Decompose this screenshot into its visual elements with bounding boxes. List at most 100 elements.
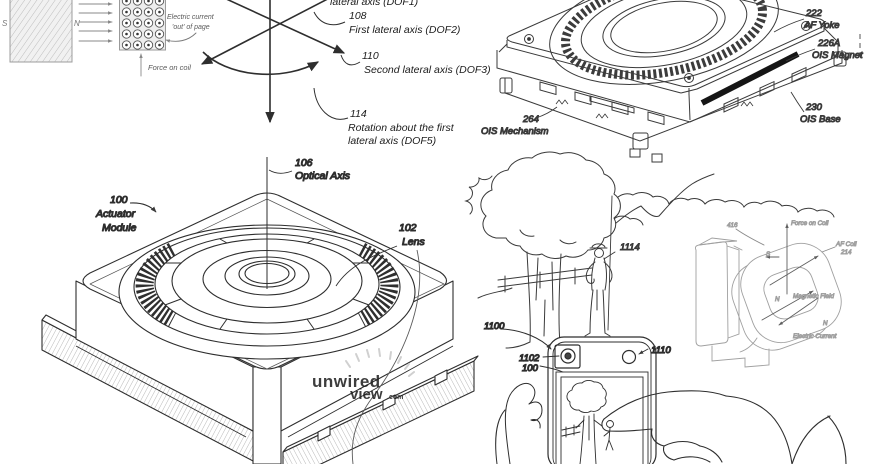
magnetic-field-label: Magnetic Field — [793, 293, 834, 300]
tree-trunk — [526, 251, 562, 345]
field-arrows — [78, 2, 113, 43]
ref-100-phone: 100 — [522, 363, 539, 374]
lens-label: Lens — [402, 236, 426, 248]
mountains — [595, 173, 715, 243]
ois-mid-slab — [496, 38, 839, 123]
force-diagram: S N Electric current 'out' of page Force… — [2, 0, 215, 77]
current-leader-arrow — [165, 32, 197, 43]
screen-frame — [555, 371, 649, 464]
ref-1114: 1114 — [620, 242, 640, 253]
first-lateral-axis-label: First lateral axis (DOF2) — [349, 24, 460, 36]
ref-114: 114 — [350, 108, 367, 120]
actuator-module-drawing: 106 Optical Axis 100 Actuator Module 102… — [41, 156, 479, 464]
coil-band-right — [356, 243, 399, 327]
top-axis-partial-label: lateral axis (DOF1) — [330, 0, 418, 8]
af-coil-ring — [549, 0, 779, 85]
ref-264: 264 — [522, 114, 539, 125]
em-force-label: Force on Coil — [791, 220, 829, 227]
ois-magnet-label: OIS Magnet — [812, 50, 863, 61]
pointing-hand — [601, 390, 847, 464]
ref-110: 110 — [362, 50, 379, 62]
lens-assembly — [118, 224, 416, 360]
person-leader — [603, 251, 616, 260]
person — [584, 243, 613, 337]
rotation-arc-arrow — [202, 51, 320, 76]
ois-slot — [589, 95, 635, 114]
magnet-block — [9, 0, 73, 63]
holding-hand — [495, 382, 543, 464]
magnet-south-label: S — [2, 19, 8, 28]
phone-leader-arrow — [501, 328, 552, 350]
em-south-label: S — [766, 251, 771, 258]
plate-screws — [524, 21, 811, 83]
ref-1110: 1110 — [651, 345, 671, 356]
fence — [497, 267, 593, 293]
ref-1100: 1100 — [484, 321, 505, 332]
coil-band-left — [135, 243, 178, 327]
second-lateral-axis-label: Second lateral axis (DOF3) — [364, 64, 491, 76]
af-coil-label: AF Coil — [835, 241, 857, 248]
phone-body — [547, 336, 657, 464]
canopy-detail — [519, 229, 577, 245]
ref-106: 106 — [295, 157, 313, 169]
watermark: unwired view .com — [312, 348, 415, 403]
tree-canopy — [480, 151, 621, 259]
rotation-label-line1: Rotation about the first — [348, 122, 455, 134]
module-leader-arrow — [129, 202, 157, 213]
scene-drawing: 1114 — [464, 151, 835, 349]
ref-214: 214 — [840, 249, 852, 256]
watermark-sun-rays — [345, 348, 415, 377]
ois-magnet-bar — [700, 51, 800, 106]
em-bracket — [711, 345, 770, 368]
ref-102: 102 — [399, 222, 417, 234]
watermark-word1: unwired — [312, 372, 381, 391]
rotation-label-line2: lateral axis (DOF5) — [348, 135, 436, 147]
em-north-label2: N — [823, 320, 828, 327]
ref-108: 108 — [349, 10, 367, 22]
optical-axis-label: Optical Axis — [295, 170, 351, 182]
ref-226A: 226A — [817, 38, 840, 49]
pole — [607, 195, 613, 331]
screen-image — [561, 380, 614, 464]
actuator-label-line2: Module — [102, 222, 137, 234]
ref-230: 230 — [805, 102, 823, 113]
em-diagram: 416 Force on Coil AF Coil 214 S N N Magn… — [694, 220, 858, 368]
ois-base-outline — [504, 50, 843, 142]
ois-base-label: OIS Base — [800, 114, 841, 125]
em-north-label1: N — [775, 296, 780, 303]
em-arrows — [761, 223, 819, 326]
watermark-word2: view — [350, 386, 383, 403]
axes-leaders — [313, 11, 361, 120]
force-label: Force on coil — [148, 63, 191, 72]
ref-416: 416 — [727, 222, 738, 229]
phone-drawing: 1100 1102 100 1110 — [483, 320, 847, 464]
second-lateral-axis — [226, 0, 346, 54]
ref-1102: 1102 — [519, 353, 540, 364]
ois-module-drawing: 222 AF Yoke 226A OIS Magnet 230 OIS Base… — [481, 0, 864, 163]
em-magnet-sides — [698, 237, 740, 339]
current-label-line2: 'out' of page — [172, 24, 210, 31]
contact-springs — [555, 99, 754, 119]
af-yoke-label: AF Yoke — [803, 20, 840, 31]
flash-leader-arrow — [638, 348, 649, 355]
retainer-tabs — [164, 238, 370, 330]
ref-222: 222 — [805, 8, 823, 19]
screen — [560, 376, 644, 464]
lens-leader — [335, 245, 398, 287]
current-label-line1: Electric current — [167, 14, 215, 21]
ground-line — [477, 287, 513, 299]
flash — [621, 349, 637, 365]
ois-mechanism-label: OIS Mechanism — [481, 126, 549, 137]
ref-100: 100 — [110, 194, 128, 206]
actuator-label-line1: Actuator — [95, 208, 136, 220]
camera-lens — [560, 348, 576, 364]
axes-diagram: lateral axis (DOF1) 108 First lateral ax… — [200, 0, 491, 147]
electric-current-label: Electric Current — [793, 333, 837, 340]
cloud-left — [464, 175, 493, 215]
long-leader-curve — [351, 249, 421, 464]
magnet-north-label: N — [74, 19, 80, 28]
watermark-word3: .com — [387, 394, 403, 401]
em-magnet-front — [694, 241, 729, 347]
